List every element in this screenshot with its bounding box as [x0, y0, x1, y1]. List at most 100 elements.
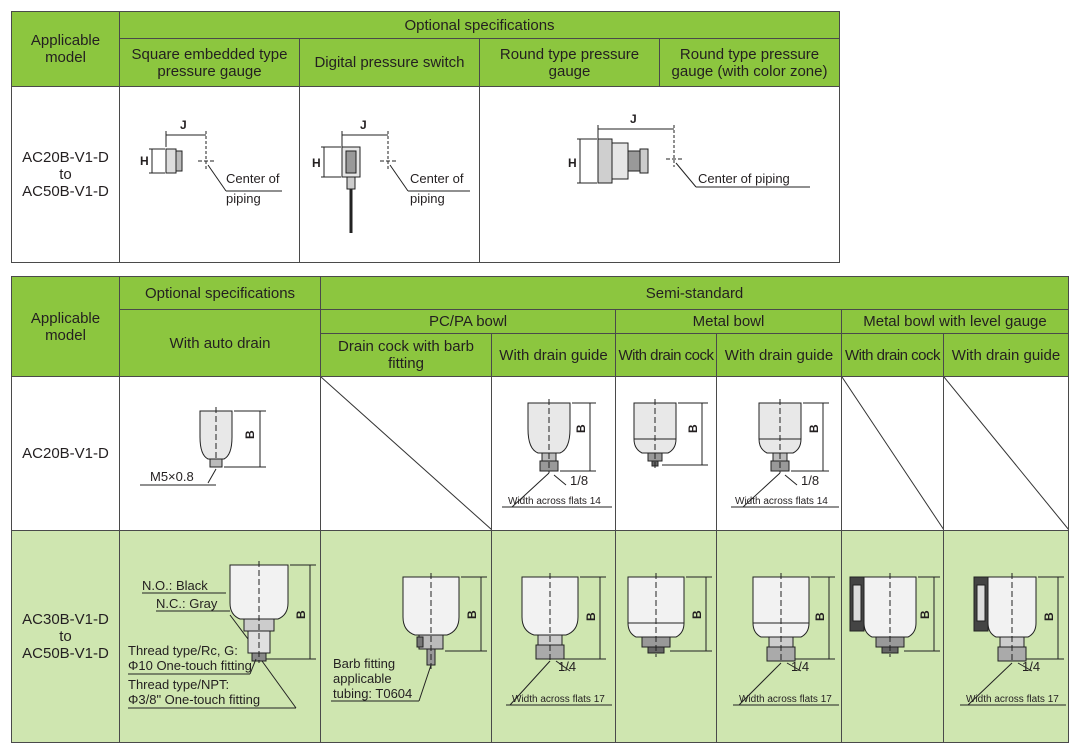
digital-switch-diagram: J H Center of piping	[312, 118, 470, 233]
pc-drain-guide-ac20b-cell: B 1/8 Width across flats 14	[491, 376, 616, 531]
model-line: to	[59, 166, 72, 183]
group-metal-bowl: Metal bowl	[615, 309, 842, 334]
square-gauge-diagram: J H Center of piping	[140, 118, 282, 206]
dim-j-label: J	[360, 118, 367, 132]
pc-drain-guide-small-diagram: B 1/8 Width across flats 14	[502, 399, 612, 508]
level-gauge-drain-guide-diagram: B 1/4 Width across flats 17	[960, 573, 1066, 706]
dim-b-label: B	[243, 430, 257, 439]
width-across-flats-label: Width across flats 17	[512, 694, 605, 705]
dim-b-label: B	[690, 610, 704, 619]
optional-specifications-header: Optional specifications	[119, 276, 321, 310]
applicable-model-header: Applicable model	[11, 276, 120, 377]
optional-spec-table-gauges: Applicable model Optional specifications…	[11, 11, 841, 263]
auto-drain-ac20b-cell: B M5×0.8	[119, 376, 321, 531]
model-line: AC50B-V1-D	[22, 645, 109, 662]
with-auto-drain-header: With auto drain	[119, 309, 321, 377]
center-of-piping-label: Center of	[410, 171, 464, 186]
col-round-gauge: Round type pressure gauge	[479, 38, 660, 87]
not-applicable-diagonal	[944, 377, 1068, 529]
subcol-with-drain-guide: With drain guide	[491, 333, 616, 377]
center-of-piping-label: piping	[226, 191, 261, 206]
dim-b-label: B	[813, 612, 827, 621]
not-applicable-cell	[320, 376, 492, 531]
normally-closed-label: N.C.: Gray	[156, 596, 218, 611]
thread-rc-label: Φ10 One-touch fitting	[128, 658, 252, 673]
level-gauge-drain-guide-cell: B 1/4 Width across flats 17	[942, 530, 1070, 743]
thread-npt-label: Φ3/8" One-touch fitting	[128, 692, 260, 707]
dim-j-label: J	[180, 118, 187, 132]
auto-drain-ac30b-cell: B N.O.: Black N.C.: Gray Thread type/Rc,…	[119, 530, 321, 743]
dim-h-label: H	[568, 156, 577, 170]
semi-standard-spec-table: Applicable model Optional specifications…	[11, 276, 1070, 743]
group-metal-bowl-level-gauge: Metal bowl with level gauge	[840, 309, 1070, 334]
metal-drain-guide-ac30b-cell: B 1/4 Width across flats 17	[716, 530, 842, 743]
auto-drain-small-diagram: B M5×0.8	[140, 407, 266, 486]
model-cell-ac20b: AC20B-V1-D	[11, 376, 120, 531]
optional-specifications-header: Optional specifications	[118, 11, 841, 39]
center-of-piping-label: piping	[410, 191, 445, 206]
not-applicable-diagonal	[842, 377, 943, 529]
pc-drain-guide-large-diagram: B 1/4 Width across flats 17	[506, 573, 612, 706]
round-gauge-diagram: J H Center of piping	[568, 112, 810, 188]
applicable-model-header: Applicable model	[11, 11, 120, 87]
group-pc-pa-bowl: PC/PA bowl	[320, 309, 616, 334]
not-applicable-diagonal	[321, 377, 491, 530]
round-gauge-drawing-cell: J H Center of piping	[478, 86, 841, 263]
subcol-with-drain-cock: With drain cock	[841, 333, 944, 377]
metal-drain-cock-large-diagram: B	[627, 573, 712, 657]
semi-standard-header: Semi-standard	[319, 276, 1070, 310]
width-across-flats-label: Width across flats 14	[508, 496, 601, 507]
barb-fitting-label: applicable	[333, 671, 392, 686]
square-gauge-drawing-cell: J H Center of piping	[119, 86, 300, 263]
dim-h-label: H	[312, 156, 321, 170]
m5-thread-label: M5×0.8	[150, 469, 194, 484]
model-line: AC20B-V1-D	[22, 149, 109, 166]
model-line: to	[59, 628, 72, 645]
dim-b-label: B	[584, 612, 598, 621]
dim-b-label: B	[294, 610, 308, 619]
model-cell-ac30b-ac50b: AC30B-V1-D to AC50B-V1-D	[11, 530, 120, 743]
dim-b-label: B	[918, 610, 932, 619]
col-square-embedded-gauge: Square embedded type pressure gauge	[119, 38, 300, 87]
subcol-with-drain-cock: With drain cock	[615, 333, 717, 377]
metal-drain-cock-ac30b-cell: B	[615, 530, 717, 743]
thread-1-4-label: 1/4	[558, 659, 576, 674]
dim-b-label: B	[465, 610, 479, 619]
thread-npt-label: Thread type/NPT:	[128, 677, 229, 692]
pc-drain-guide-ac30b-cell: B 1/4 Width across flats 17	[491, 530, 616, 743]
subcol-with-drain-guide: With drain guide	[716, 333, 842, 377]
not-applicable-cell	[841, 376, 944, 531]
subcol-with-drain-guide: With drain guide	[942, 333, 1070, 377]
digital-switch-drawing-cell: J H Center of piping	[299, 86, 480, 263]
thread-1-8-label: 1/8	[801, 473, 819, 488]
dim-b-label: B	[686, 424, 700, 433]
auto-drain-large-diagram: B N.O.: Black N.C.: Gray Thread type/Rc,…	[128, 561, 316, 709]
subcol-drain-cock-barb: Drain cock with barb fitting	[320, 333, 492, 377]
barb-fitting-label: Barb fitting	[333, 656, 395, 671]
model-cell-ac20b-ac50b: AC20B-V1-D to AC50B-V1-D	[11, 86, 120, 263]
dim-b-label: B	[1042, 612, 1056, 621]
pc-drain-cock-barb-cell: B Barb fitting applicable tubing: T0604	[320, 530, 492, 743]
width-across-flats-label: Width across flats 14	[735, 496, 828, 507]
width-across-flats-label: Width across flats 17	[966, 694, 1059, 705]
thread-rc-label: Thread type/Rc, G:	[128, 643, 238, 658]
metal-drain-cock-small-diagram: B	[633, 399, 708, 471]
thread-1-8-label: 1/8	[570, 473, 588, 488]
thread-1-4-label: 1/4	[791, 659, 809, 674]
level-gauge-drain-cock-cell: B	[841, 530, 944, 743]
metal-drain-guide-small-diagram: B 1/8 Width across flats 14	[731, 399, 839, 508]
level-gauge-drain-cock-diagram: B	[849, 573, 940, 657]
metal-drain-guide-large-diagram: B 1/4 Width across flats 17	[733, 573, 839, 706]
normally-open-label: N.O.: Black	[142, 578, 208, 593]
dim-h-label: H	[140, 154, 149, 168]
center-of-piping-label: Center of piping	[698, 171, 790, 186]
center-of-piping-label: Center of	[226, 171, 280, 186]
metal-drain-guide-ac20b-cell: B 1/8 Width across flats 14	[716, 376, 842, 531]
model-line: AC50B-V1-D	[22, 183, 109, 200]
dim-j-label: J	[630, 112, 637, 126]
metal-drain-cock-ac20b-cell: B	[615, 376, 717, 531]
pc-drain-cock-barb-diagram: B Barb fitting applicable tubing: T0604	[331, 573, 487, 702]
dim-b-label: B	[807, 424, 821, 433]
col-digital-pressure-switch: Digital pressure switch	[299, 38, 480, 87]
col-round-gauge-color-zone: Round type pressure gauge (with color zo…	[658, 38, 841, 87]
